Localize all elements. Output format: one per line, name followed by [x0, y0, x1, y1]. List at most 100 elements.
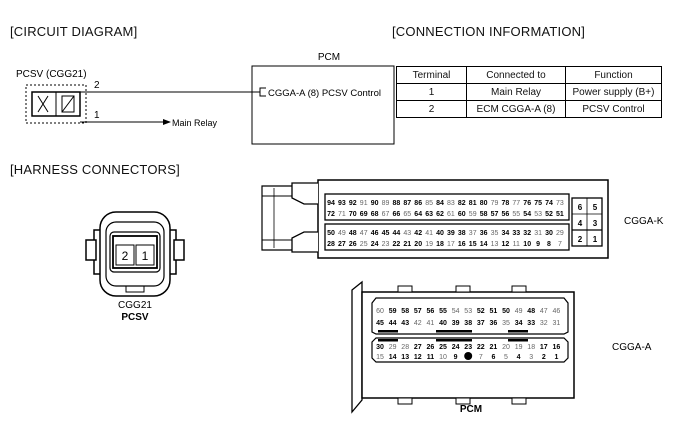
connector-pin: 73 — [556, 200, 564, 207]
connector-pin: 12 — [414, 354, 422, 361]
connector-pin: 39 — [447, 230, 455, 237]
connector-pin: 1 — [554, 354, 558, 361]
connector-pin: 82 — [458, 200, 466, 207]
connector-pin: 22 — [393, 241, 401, 248]
pcm-pin-label: CGGA-A (8) PCSV Control — [268, 88, 381, 99]
connector-pin: 50 — [502, 308, 510, 315]
cgg21-pin: 1 — [142, 249, 149, 263]
connector-pin: 57 — [414, 308, 422, 315]
connector-pin: 45 — [382, 230, 390, 237]
connector-pin: 26 — [349, 241, 357, 248]
connector-pin: 78 — [502, 200, 510, 207]
connector-pin: 5 — [504, 354, 508, 361]
connector-pin: 45 — [376, 320, 384, 327]
connector-pin: 81 — [469, 200, 477, 207]
connector-pin: 85 — [425, 200, 433, 207]
connector-pin: 19 — [515, 344, 523, 351]
connector-pin: 58 — [480, 211, 488, 218]
connector-pin: 20 — [502, 344, 510, 351]
connector-pin: 12 — [502, 241, 510, 248]
cgg21-name: PCSV — [121, 312, 149, 323]
pcm-pin-symbol — [259, 87, 266, 97]
connector-pin: 27 — [338, 241, 346, 248]
connector-pin: 29 — [556, 230, 564, 237]
pcm-box — [251, 65, 395, 145]
connector-pin: 11 — [513, 241, 520, 248]
connector-pin: 84 — [436, 200, 444, 207]
connector-pin: 14 — [389, 354, 397, 361]
connector-pin: 51 — [490, 308, 498, 315]
connector-pin: 71 — [338, 211, 346, 218]
connector-pin: 54 — [452, 308, 460, 315]
cgg21-connector — [85, 211, 185, 297]
connector-pin: 14 — [480, 241, 488, 248]
connector-pin: 42 — [414, 320, 422, 327]
connector-pin: 87 — [403, 200, 411, 207]
connector-pin: 55 — [512, 211, 520, 218]
connector-pin: 43 — [403, 230, 411, 237]
connector-pin: 13 — [491, 241, 499, 248]
connector-pin: 19 — [425, 241, 433, 248]
connector-pin: 32 — [540, 320, 548, 327]
connector-pin: 6 — [491, 354, 495, 361]
connector-pin: 33 — [512, 230, 520, 237]
connector-pin: 52 — [477, 308, 485, 315]
connector-pin: 90 — [371, 200, 379, 207]
connector-pin: 53 — [534, 211, 542, 218]
cgga-k-side-pin: 5 — [593, 203, 598, 212]
connector-pin: 36 — [480, 230, 488, 237]
connector-pin: 46 — [371, 230, 379, 237]
connector-pin: 74 — [545, 200, 553, 207]
connector-pin: 41 — [427, 320, 435, 327]
connector-pin: 20 — [414, 241, 422, 248]
connector-pin: 80 — [480, 200, 488, 207]
pcsv-outline — [25, 84, 87, 124]
connector-pin: 38 — [458, 230, 466, 237]
connector-pin: 18 — [527, 344, 535, 351]
connector-pin: 70 — [349, 211, 357, 218]
connector-pin: 49 — [515, 308, 523, 315]
connector-pin: 40 — [436, 230, 444, 237]
table-row: 2 ECM CGGA-A (8) PCSV Control — [396, 100, 662, 118]
solenoid-valve-icon — [31, 91, 81, 117]
connector-pin: 57 — [491, 211, 499, 218]
connector-pin: 35 — [502, 320, 510, 327]
connector-pin: 41 — [425, 230, 433, 237]
connector-pin: 42 — [414, 230, 422, 237]
connector-pin: 60 — [458, 211, 466, 218]
connector-pin: 33 — [527, 320, 535, 327]
connector-pin: 79 — [491, 200, 499, 207]
cgga-k-side-pin: 4 — [578, 219, 583, 228]
connector-pin: 54 — [523, 211, 531, 218]
pin1-label: 1 — [94, 110, 100, 121]
connector-pin: 10 — [439, 354, 447, 361]
cgga-k-connector — [261, 179, 609, 259]
connector-pin: 2 — [542, 354, 546, 361]
connector-pin: 60 — [376, 308, 384, 315]
connector-pin: 67 — [382, 211, 390, 218]
connector-pin: 16 — [553, 344, 561, 351]
connector-pin: 66 — [393, 211, 401, 218]
connector-pin: 31 — [553, 320, 561, 327]
pcm-connector-label: PCM — [460, 404, 482, 415]
connector-pin: 62 — [436, 211, 444, 218]
connector-pin: 37 — [477, 320, 485, 327]
cgga-k-side-pin: 1 — [593, 235, 598, 244]
connector-pin: 28 — [401, 344, 409, 351]
connector-pin: 48 — [527, 308, 535, 315]
connector-pin: 24 — [371, 241, 379, 248]
connector-pin: 47 — [360, 230, 368, 237]
connector-pin: 28 — [327, 241, 335, 248]
cgga-k-side-pin: 3 — [593, 219, 598, 228]
connector-pin: 64 — [414, 211, 422, 218]
connector-pin: 13 — [401, 354, 409, 361]
cgga-a-connector — [351, 280, 575, 414]
connector-pin: 34 — [515, 320, 523, 327]
pcsv-label: PCSV (CGG21) — [16, 69, 87, 80]
connector-pin: 76 — [523, 200, 531, 207]
connector-pin: 32 — [523, 230, 531, 237]
connector-pin: 7 — [479, 354, 483, 361]
connector-pin: 61 — [447, 211, 455, 218]
